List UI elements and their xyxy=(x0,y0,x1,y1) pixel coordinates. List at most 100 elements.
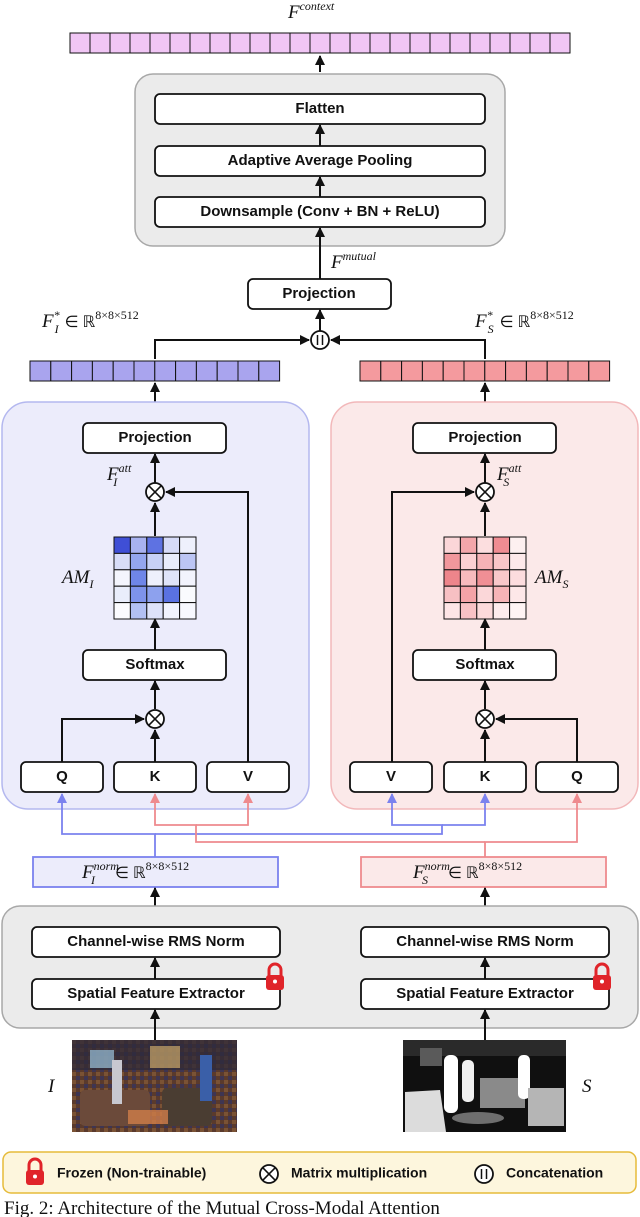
feature-cell xyxy=(484,360,507,382)
context-feature-vector xyxy=(69,32,571,54)
feature-cell xyxy=(359,360,382,382)
feature-cell xyxy=(546,360,569,382)
image-attention-map xyxy=(113,536,197,620)
seg-to-concat-arrow xyxy=(330,335,486,359)
attention-cell xyxy=(146,552,164,571)
attention-cell xyxy=(162,536,181,554)
attention-cell xyxy=(476,552,494,571)
seg-q-label: Q xyxy=(571,768,583,785)
attention-cell xyxy=(129,585,148,604)
feature-cell xyxy=(269,32,291,54)
seg-q-block xyxy=(535,761,619,793)
feature-cell xyxy=(529,32,551,54)
image-feature-vector xyxy=(29,360,281,382)
image-k-label: K xyxy=(150,768,161,785)
attention-cell xyxy=(179,552,197,571)
fi-star-label: F*I∈ ℝ8×8×512 xyxy=(41,308,139,336)
feature-cell xyxy=(29,360,52,382)
feature-cell xyxy=(289,32,311,54)
feature-cell xyxy=(509,32,531,54)
image-q-label: Q xyxy=(56,768,68,785)
attention-cell xyxy=(459,569,478,587)
feature-cell xyxy=(249,32,271,54)
feature-cell xyxy=(463,360,486,382)
seg-v-to-matmul-arrow xyxy=(391,487,475,762)
attention-cell xyxy=(129,602,148,620)
attention-cell xyxy=(459,602,478,620)
seg-norm-feature-box xyxy=(360,856,607,888)
attention-cell xyxy=(162,602,181,620)
attention-cell xyxy=(476,602,494,620)
feature-cell xyxy=(549,32,571,54)
attention-cell xyxy=(492,585,511,604)
feature-cell xyxy=(109,32,131,54)
matrix-multiplication-icon xyxy=(145,709,165,729)
attention-cell xyxy=(146,569,164,587)
feature-cell xyxy=(525,360,548,382)
image-v-to-matmul-arrow xyxy=(165,487,249,762)
image-to-concat-arrow xyxy=(154,335,310,359)
image-extractor-label: Spatial Feature Extractor xyxy=(67,985,245,1002)
fs-star-label: F*S∈ ℝ8×8×512 xyxy=(474,308,574,336)
feature-cell xyxy=(209,32,231,54)
legend-concat-label: Concatenation xyxy=(506,1165,603,1181)
mutual-projection-label: Projection xyxy=(282,285,355,302)
attention-cell xyxy=(509,536,527,554)
segmentation-feature-vector xyxy=(359,360,611,382)
feature-cell xyxy=(369,32,391,54)
attention-cell xyxy=(492,602,511,620)
image-v-label: V xyxy=(243,768,253,785)
matrix-multiplication-icon xyxy=(145,482,165,502)
downsample-label: Downsample (Conv + BN + ReLU) xyxy=(200,203,439,220)
concatenation-icon xyxy=(310,330,330,350)
figure-caption: Fig. 2: Architecture of the Mutual Cross… xyxy=(4,1198,440,1217)
attention-cell xyxy=(146,536,164,554)
attention-cell xyxy=(113,569,131,587)
attention-cell xyxy=(113,585,131,604)
feature-cell xyxy=(129,32,151,54)
feature-cell xyxy=(421,360,444,382)
attention-cell xyxy=(443,585,461,604)
attention-cell xyxy=(492,552,511,571)
attention-cell xyxy=(492,536,511,554)
attention-cell xyxy=(162,552,181,571)
feature-cell xyxy=(175,360,197,382)
image-v-block xyxy=(206,761,290,793)
feature-cell xyxy=(216,360,239,382)
matrix-multiplication-icon xyxy=(475,482,495,502)
input-s-label: S xyxy=(582,1076,592,1097)
am-i-label: AMI xyxy=(60,567,94,591)
feature-cell xyxy=(154,360,177,382)
attention-cell xyxy=(179,569,197,587)
attention-cell xyxy=(443,569,461,587)
feature-cell xyxy=(50,360,73,382)
attention-cell xyxy=(113,602,131,620)
attention-cell xyxy=(459,536,478,554)
attention-cell xyxy=(162,585,181,604)
attention-cell xyxy=(509,552,527,571)
attention-cell xyxy=(179,602,197,620)
attention-cell xyxy=(162,569,181,587)
flatten-label: Flatten xyxy=(295,100,344,117)
attention-cell xyxy=(113,536,131,554)
attention-cell xyxy=(443,602,461,620)
seg-v-label: V xyxy=(386,768,396,785)
attention-cell xyxy=(459,552,478,571)
input-image-thumbnail xyxy=(72,1040,237,1132)
feature-cell xyxy=(71,360,93,382)
matrix-multiplication-icon xyxy=(259,1164,279,1184)
feature-cell xyxy=(469,32,491,54)
legend-box xyxy=(2,1151,637,1194)
feature-cell xyxy=(258,360,281,382)
feature-cell xyxy=(169,32,191,54)
feature-cell xyxy=(329,32,351,54)
seg-projection-label: Projection xyxy=(448,429,521,446)
feature-cell xyxy=(401,360,423,382)
seg-k-block xyxy=(443,761,527,793)
feature-cell xyxy=(505,360,527,382)
attention-cell xyxy=(509,602,527,620)
